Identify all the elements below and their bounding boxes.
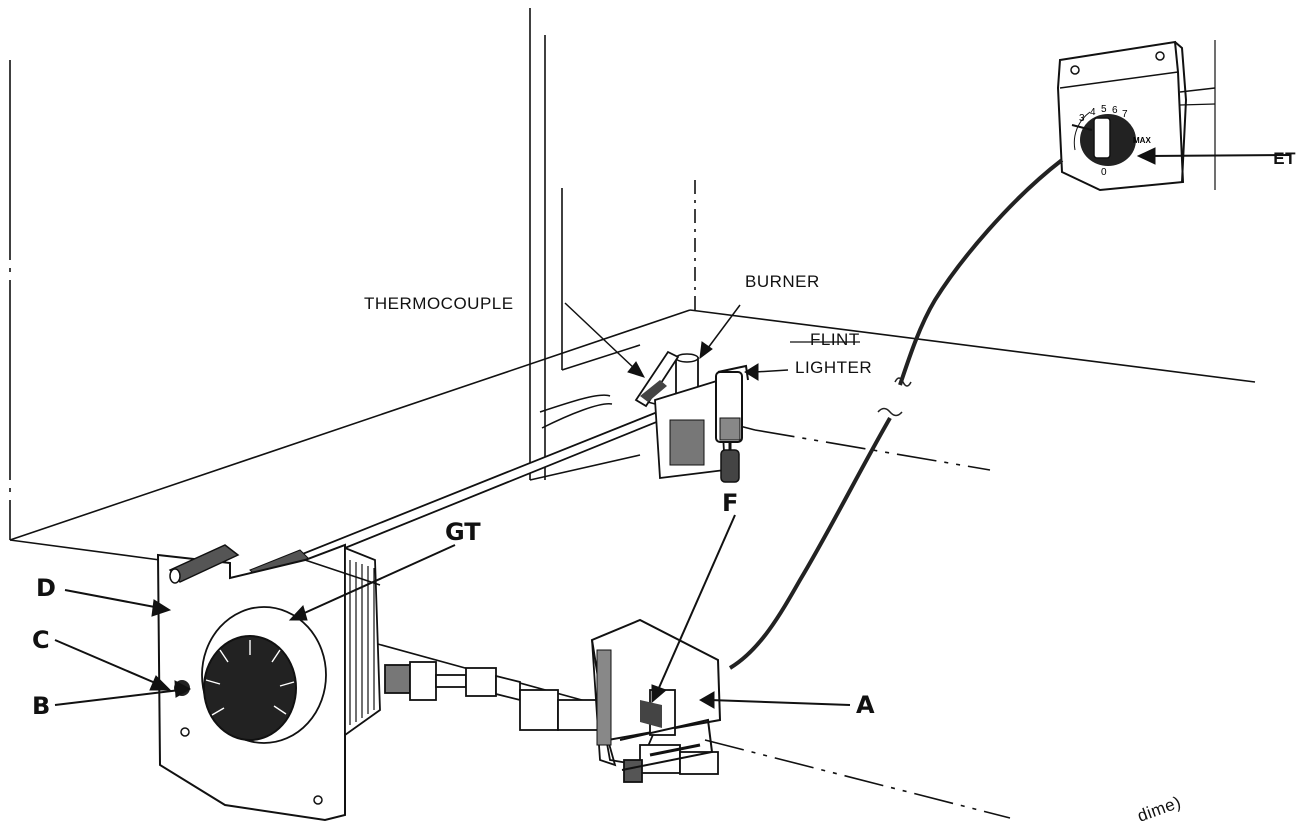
- burner-assembly: [539, 353, 726, 480]
- label-thermocouple: THERMOCOUPLE: [364, 294, 514, 313]
- label-lighter: LIGHTER: [795, 358, 872, 377]
- gas-thermostat: [156, 543, 381, 822]
- thermocouple-probe: [634, 350, 680, 408]
- label-burner: BURNER: [745, 272, 820, 291]
- label-b: B: [32, 692, 50, 720]
- flint-lighter: [715, 364, 749, 483]
- capillary-tube: [728, 158, 1064, 670]
- dial-zero: 0: [1101, 167, 1107, 178]
- label-dime: dime): [1135, 793, 1184, 826]
- dial-num-4: 4: [1090, 107, 1096, 118]
- thermostat-knob-grip: [1093, 117, 1111, 159]
- label-et: ET: [1273, 149, 1296, 168]
- dial-num-5: 5: [1101, 104, 1107, 115]
- label-a: A: [856, 691, 875, 719]
- dial-max: MAX: [1133, 136, 1151, 145]
- label-f: F: [722, 489, 738, 517]
- label-c: C: [32, 626, 50, 654]
- dial-num-6: 6: [1112, 105, 1118, 116]
- label-d: D: [36, 574, 56, 602]
- callout-arrows: [54, 147, 1291, 709]
- label-gt: GT: [445, 518, 481, 546]
- electric-thermostat: 3 4 5 6 7 MAX 0: [1056, 40, 1216, 192]
- electric-switch: [590, 618, 722, 771]
- gt-knob: [203, 635, 297, 741]
- dial-num-3: 3: [1079, 113, 1085, 124]
- dial-num-7: 7: [1122, 109, 1128, 120]
- label-flint: FLINT: [810, 330, 860, 349]
